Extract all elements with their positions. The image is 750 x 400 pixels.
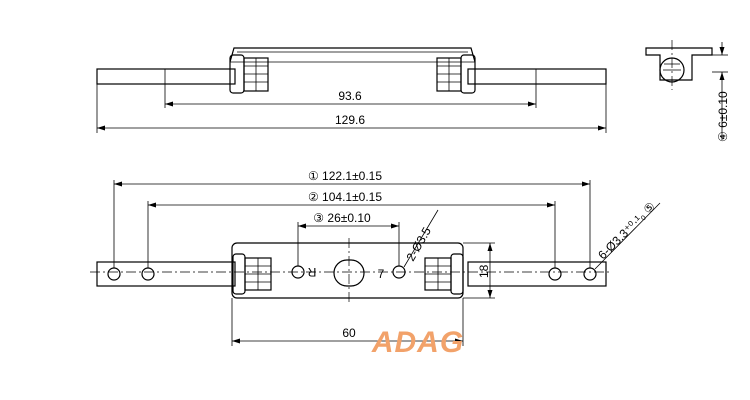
front-right-bar xyxy=(467,261,607,287)
end-hole-2 xyxy=(141,267,155,281)
dim-hole-spacing-inner: ② 104.1±0.15 xyxy=(308,190,382,204)
front-right-nut xyxy=(424,253,464,295)
front-left-bar xyxy=(96,261,236,287)
top-right-bar xyxy=(467,68,607,85)
dim-end-holes: 6-Ø3.3⁺⁰·¹₀ ⑤ xyxy=(595,199,658,262)
end-hole-1 xyxy=(107,267,121,281)
end-hole-4 xyxy=(583,267,597,281)
dim-inner-length: 93.6 xyxy=(338,89,362,103)
side-bracket xyxy=(645,47,713,81)
front-left-nut xyxy=(232,253,272,295)
side-view: ④ 6±0.10 xyxy=(645,40,730,142)
adag-logo: ADAG xyxy=(371,326,464,359)
top-left-bar xyxy=(96,68,236,85)
top-left-nut xyxy=(229,54,269,94)
dim-side-thickness: ④ 6±0.10 xyxy=(716,91,730,142)
dim-plate-width: 60 xyxy=(342,326,356,340)
front-view: R 7 ① 122.1±0.15 ② 104.1±0.15 ③ 26±0.10 … xyxy=(90,169,661,346)
top-right-nut xyxy=(436,54,476,94)
plate-mark-right: 7 xyxy=(378,267,385,281)
top-view: 93.6 129.6 xyxy=(96,47,607,133)
dim-plate-height: 18 xyxy=(477,264,491,278)
end-hole-3 xyxy=(548,267,562,281)
dim-hole-spacing-outer: ① 122.1±0.15 xyxy=(308,169,382,183)
dim-center-spacing: ③ 26±0.10 xyxy=(313,211,371,225)
top-bridge-bracket xyxy=(229,47,476,63)
dim-overall-length: 129.6 xyxy=(335,113,365,127)
